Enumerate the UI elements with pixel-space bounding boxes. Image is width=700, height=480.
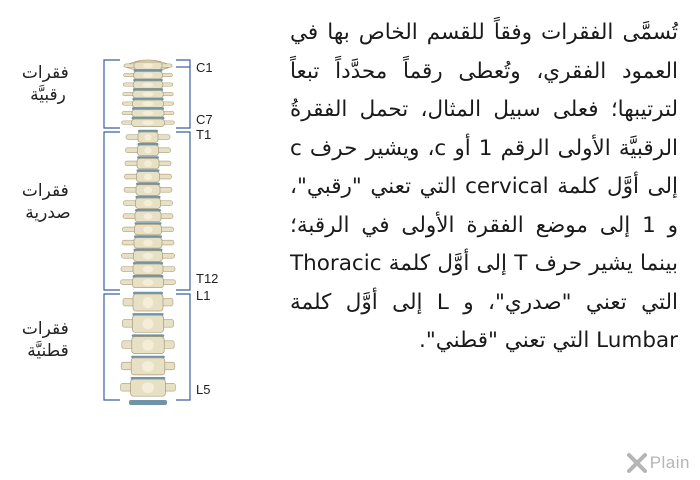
cervical-bracket: [103, 59, 120, 129]
lumbar-label: فقرات قطنيَّة: [22, 319, 74, 361]
cervical-label: فقرات رقبيَّة: [22, 63, 74, 105]
region-brackets: [103, 59, 120, 401]
thoracic-label-line1: فقرات: [22, 181, 69, 201]
cervical-label-line2: رقبيَّة: [30, 85, 66, 105]
vertebra-highlight: [142, 360, 154, 372]
vertebra-highlight: [143, 63, 153, 69]
vertebra-highlight: [143, 173, 153, 181]
cervical-right-bracket: [176, 59, 191, 129]
vertebra-highlight: [143, 239, 153, 247]
thoracic-right-bracket: [176, 131, 191, 291]
marker-t12: T12: [196, 271, 218, 286]
brand-logo: Plain: [626, 452, 690, 474]
lumbar-label-line1: فقرات: [22, 319, 69, 339]
thoracic-label-line2: صدرية: [25, 203, 70, 223]
vertebra-highlight: [142, 318, 154, 330]
thoracic-bracket: [103, 131, 120, 291]
spine-illustration: [120, 59, 176, 405]
vertebra-highlight: [142, 82, 154, 88]
lumbar-bracket: [103, 293, 120, 401]
vertebra-highlight: [144, 133, 152, 141]
lumbar-right-bracket: [176, 293, 191, 401]
vertebra-highlight: [142, 91, 154, 97]
vertebra-highlight: [142, 265, 154, 273]
marker-c1: C1: [196, 60, 213, 75]
thoracic-label: فقرات صدرية: [22, 181, 74, 223]
explanation-paragraph: تُسمَّى الفقرات وفقاً للقسم الخاص بها في…: [290, 20, 679, 353]
marker-l5: L5: [196, 382, 210, 397]
vertebra-highlight: [142, 110, 154, 116]
x-plain-logo-icon: [626, 453, 647, 473]
vertebra-highlight: [142, 339, 154, 351]
vertebra-highlight: [142, 101, 154, 107]
marker-t1: T1: [196, 127, 211, 142]
vertebra-highlight: [143, 213, 153, 220]
vertebra-highlight: [143, 186, 153, 194]
cervical-label-line1: فقرات: [22, 63, 69, 83]
brand-name: Plain: [649, 453, 690, 472]
vertebra-highlight: [142, 120, 154, 126]
sacral-disc: [129, 400, 167, 405]
vertebra-highlight: [142, 297, 154, 308]
spine-figure: فقرات رقبيَّة فقرات صدرية فقرات قطنيَّة …: [22, 59, 218, 405]
vertebra-highlight: [141, 382, 155, 394]
vertebra-highlight: [144, 147, 152, 154]
lumbar-label-line2: قطنيَّة: [27, 341, 68, 361]
vertebra-highlight: [143, 199, 153, 207]
vertebra-highlight: [142, 252, 154, 260]
vertebra-highlight: [142, 279, 154, 286]
vertebra-highlight: [144, 160, 152, 168]
marker-c7: C7: [196, 112, 213, 127]
marker-lines: [176, 59, 191, 401]
vertebra-highlight: [143, 226, 153, 234]
marker-l1: L1: [196, 288, 210, 303]
vertebra-highlight: [142, 72, 154, 78]
